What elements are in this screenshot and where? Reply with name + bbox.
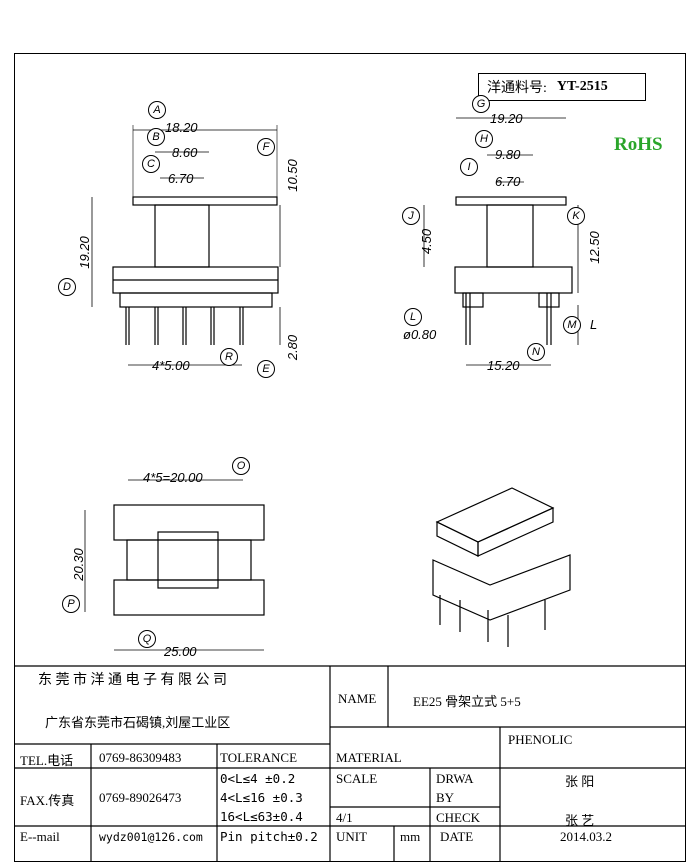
material-label: MATERIAL [336,750,402,765]
dim-a: 18.20 [165,120,198,135]
email-value: wydz001@126.com [99,830,203,844]
drawn-by-label-1: DRWA [436,771,474,786]
dim-m: L [590,317,598,332]
tel-value: 0769-86309483 [99,750,182,765]
callout-r: R [220,348,238,366]
rohs-mark: RoHS [614,134,663,155]
callout-h: H [475,130,493,148]
callout-n: N [527,343,545,361]
tel-label: TEL.电话 [20,753,74,768]
callout-e: E [257,360,275,378]
dim-o: 4*5=20.00 [143,470,203,485]
date-value: 2014.03.2 [560,829,612,844]
callout-l: L [404,308,422,326]
company-address: 广东省东莞市石碣镇,刘屋工业区 [45,715,231,730]
callout-p: P [62,595,80,613]
tolerance-row-1: 0<L≤4 ±0.2 [220,771,296,786]
callout-m: M [563,316,581,334]
tolerance-label: TOLERANCE [220,750,298,765]
isometric-view [432,487,571,647]
dim-l: ø0.80 [403,327,437,342]
tolerance-row-4: Pin pitch±0.2 [220,829,318,844]
name-value: EE25 骨架立式 5+5 [413,694,521,709]
unit-value: mm [400,829,421,844]
callout-a: A [148,101,166,119]
callout-i: I [460,158,478,176]
tolerance-row-3: 16<L≤63±0.4 [220,809,303,824]
front-view [91,125,281,366]
fax-label: FAX.传真 [20,793,75,808]
dim-r: 4*5.00 [152,358,190,373]
date-label: DATE [440,829,474,844]
callout-b: B [147,128,165,146]
name-label: NAME [338,691,377,706]
scale-label: SCALE [336,771,378,786]
callout-d: D [58,278,76,296]
bottom-view [84,479,265,651]
check-label: CHECK [436,810,481,825]
scale-value: 4/1 [336,810,353,825]
callout-f: F [257,138,275,156]
fax-value: 0769-89026473 [99,790,182,805]
part-number-label: 洋通料号: [487,81,547,96]
drawn-by-value: 张 阳 [565,774,595,789]
drawn-by-label-2: BY [436,790,455,805]
dim-q: 25.00 [164,644,197,659]
material-value: PHENOLIC [508,732,573,747]
dim-c: 6.70 [168,171,194,186]
email-label: E--mail [20,829,60,844]
dim-g: 19.20 [490,111,523,126]
callout-q: Q [138,630,156,648]
part-number-value: YT-2515 [556,79,608,94]
company-name: 东 莞 市 洋 通 电 子 有 限 公 司 [38,673,227,688]
dim-i: 6.70 [495,174,521,189]
part-number-box: 洋通料号: YT-2515 [478,73,646,101]
callout-j: J [402,207,420,225]
callout-c: C [142,155,160,173]
tolerance-row-2: 4<L≤16 ±0.3 [220,790,303,805]
drawing-frame [14,53,686,862]
unit-label: UNIT [336,829,368,844]
dim-b: 8.60 [172,145,198,160]
check-value: 张 艺 [565,813,595,828]
dim-n: 15.20 [487,358,520,373]
dim-h: 9.80 [495,147,521,162]
callout-k: K [567,207,585,225]
side-view [423,117,579,366]
callout-g: G [472,95,490,113]
callout-o: O [232,457,250,475]
